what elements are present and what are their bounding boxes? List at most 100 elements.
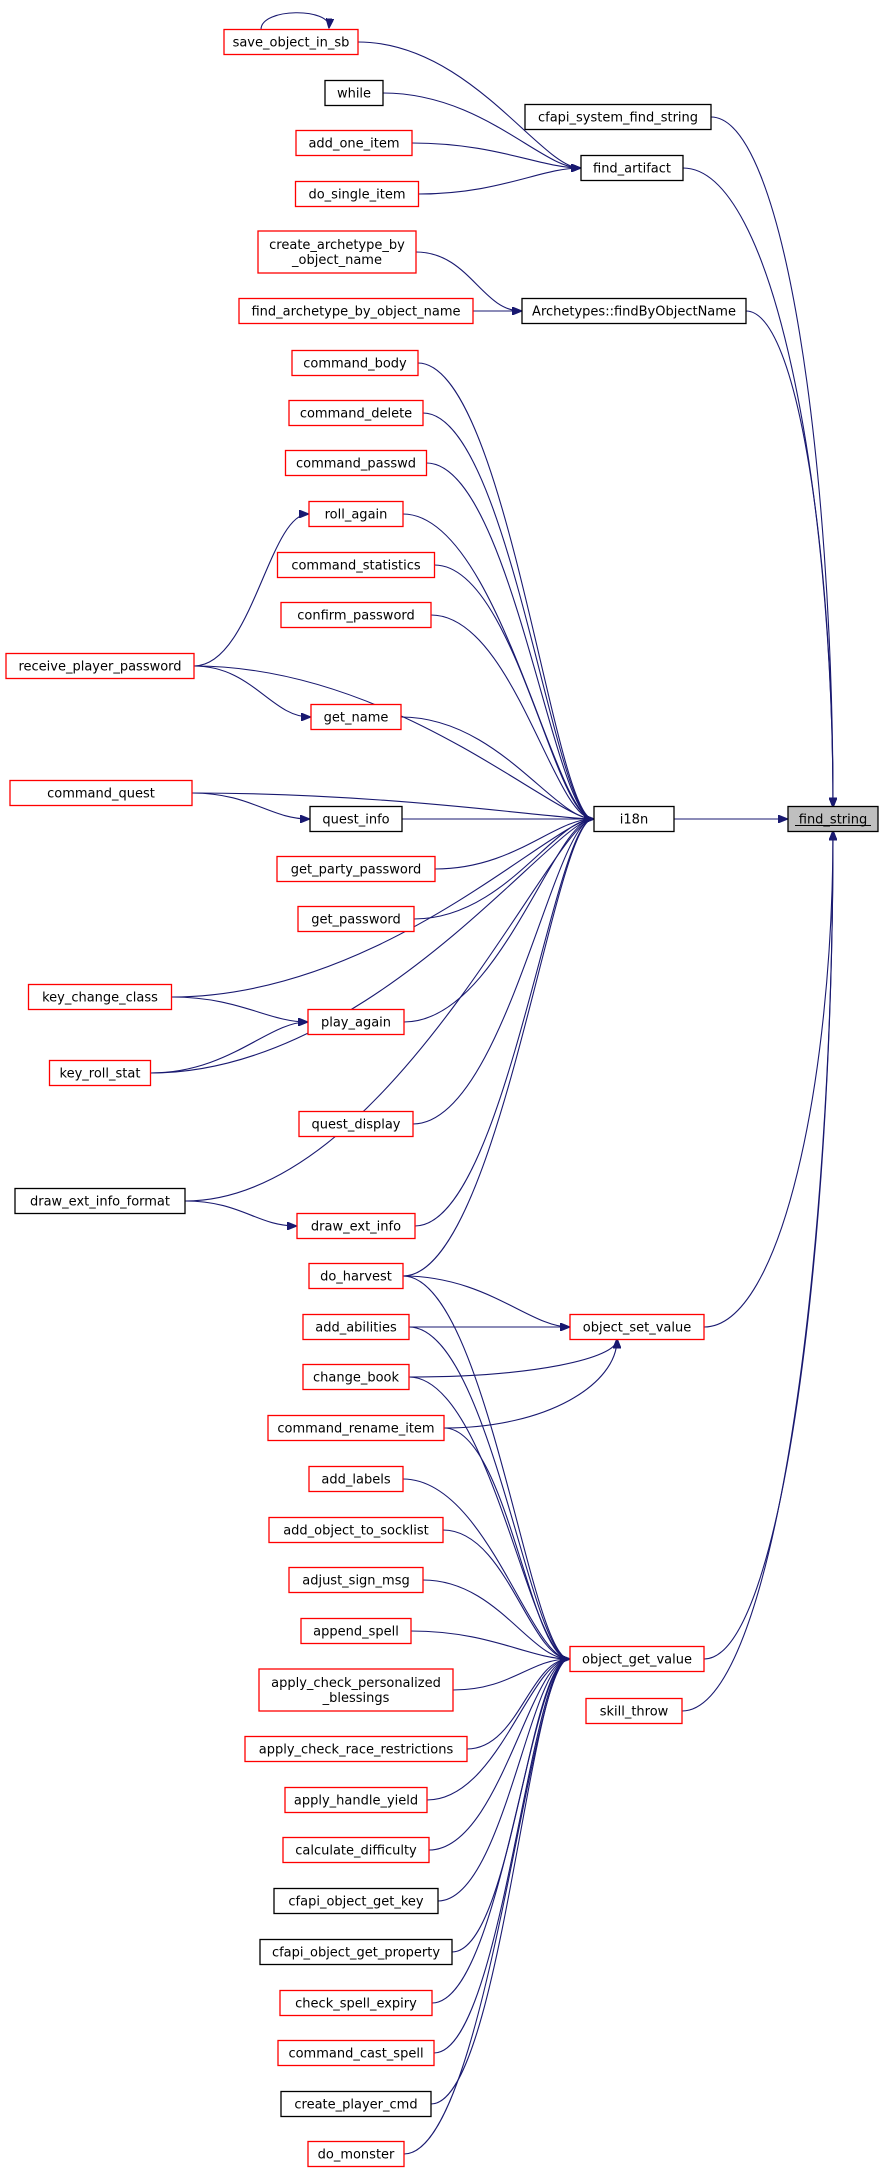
node-draw-ext-info-format[interactable]: draw_ext_info_format (14, 1187, 186, 1215)
node-label: find_artifact (593, 162, 671, 177)
node-add-one-item[interactable]: add_one_item (295, 129, 413, 157)
node-box (280, 601, 432, 629)
node-label: add_object_to_socklist (283, 1524, 429, 1539)
node-calculate-difficulty[interactable]: calculate_difficulty (282, 1836, 430, 1864)
node-box (284, 449, 428, 477)
edge-do_single_item-to-find_artifact (418, 168, 581, 195)
node-roll-again[interactable]: roll_again (308, 500, 404, 528)
node-label: command_delete (300, 407, 412, 422)
node-label: apply_check_personalized_blessings (271, 1676, 441, 1706)
node-skill-throw[interactable]: skill_throw (585, 1697, 683, 1725)
node-command-passwd[interactable]: command_passwd (284, 449, 428, 477)
node-box (244, 1735, 468, 1763)
node-add-abilities[interactable]: add_abilities (302, 1313, 410, 1341)
node-apply-check-race-restrictions[interactable]: apply_check_race_restrictions (244, 1735, 468, 1763)
node-archetypes-findbyobjectname[interactable]: Archetypes::findByObjectName (521, 297, 747, 325)
node-command-statistics[interactable]: command_statistics (276, 551, 436, 579)
node-box (27, 983, 173, 1011)
node-cfapi-object-get-property[interactable]: cfapi_object_get_property (259, 1938, 453, 1966)
node-label: apply_check_race_restrictions (259, 1743, 454, 1758)
node-command-rename-item[interactable]: command_rename_item (267, 1414, 445, 1442)
node-label: cfapi_object_get_key (288, 1895, 424, 1910)
node-command-body[interactable]: command_body (291, 349, 419, 377)
edge-draw_ext_info-to-i18n (414, 819, 593, 1227)
node-label: play_again (321, 1016, 391, 1031)
node-add-labels[interactable]: add_labels (308, 1465, 404, 1493)
edge-draw_ext_info_format-to-draw_ext_info (184, 1200, 296, 1226)
node-box (238, 297, 474, 325)
node-do-single-item[interactable]: do_single_item (294, 180, 420, 208)
node-create-player-cmd[interactable]: create_player_cmd (280, 2090, 432, 2118)
node-while[interactable]: while (324, 79, 384, 107)
node-label: check_spell_expiry (295, 1997, 417, 2012)
node-get-password[interactable]: get_password (297, 905, 415, 933)
node-label: draw_ext_info (311, 1220, 401, 1235)
node-label: do_monster (318, 2148, 395, 2163)
node-cfapi-object-get-key[interactable]: cfapi_object_get_key (273, 1887, 439, 1915)
edge-create_archetype_by_object_name-to-archetypes_findbyobjectname (415, 251, 521, 311)
node-find-archetype-by-object-name[interactable]: find_archetype_by_object_name (238, 297, 474, 325)
node-play-again[interactable]: play_again (307, 1008, 405, 1036)
node-box (14, 1187, 186, 1215)
edge-skill_throw-to-find_string (681, 832, 833, 1712)
edge-save_object_in_sb-to-save_object_in_sb (260, 12, 329, 30)
node-box (521, 297, 747, 325)
node-label: get_party_password (291, 863, 421, 878)
node-box (298, 1110, 414, 1138)
node-do-harvest[interactable]: do_harvest (308, 1262, 404, 1290)
node-label: object_set_value (583, 1321, 691, 1336)
edge-command_quest-to-quest_info (191, 792, 309, 819)
node-find-string[interactable]: find_string (787, 805, 879, 833)
node-label: find_archetype_by_object_name (251, 305, 460, 320)
node-label: cfapi_system_find_string (538, 111, 698, 126)
node-quest-display[interactable]: quest_display (298, 1110, 414, 1138)
node-label: save_object_in_sb (233, 36, 350, 51)
node-box (309, 805, 403, 833)
node-label: get_password (311, 913, 401, 928)
node-apply-handle-yield[interactable]: apply_handle_yield (284, 1786, 428, 1814)
node-label: roll_again (325, 508, 388, 523)
node-get-name[interactable]: get_name (310, 703, 402, 731)
node-confirm-password[interactable]: confirm_password (280, 601, 432, 629)
node-check-spell-expiry[interactable]: check_spell_expiry (279, 1989, 433, 2017)
node-quest-info[interactable]: quest_info (309, 805, 403, 833)
node-label: adjust_sign_msg (302, 1574, 410, 1589)
node-draw-ext-info[interactable]: draw_ext_info (296, 1212, 416, 1240)
node-label: object_get_value (582, 1653, 692, 1668)
node-adjust-sign-msg[interactable]: adjust_sign_msg (288, 1566, 424, 1594)
node-key-change-class[interactable]: key_change_class (27, 983, 173, 1011)
edge-get_party_password-to-i18n (434, 819, 593, 870)
node-box (276, 855, 436, 883)
edge-confirm_password-to-i18n (430, 614, 593, 819)
node-key-roll-stat[interactable]: key_roll_stat (48, 1059, 152, 1087)
node-create-archetype-by-object-name[interactable]: create_archetype_by_object_name (257, 230, 417, 274)
node-label: create_player_cmd (294, 2098, 417, 2113)
node-box (48, 1059, 152, 1087)
node-command-quest[interactable]: command_quest (9, 779, 193, 807)
node-cfapi-system-find-string[interactable]: cfapi_system_find_string (524, 103, 712, 131)
node-label: receive_player_password (18, 660, 181, 675)
node-add-object-to-socklist[interactable]: add_object_to_socklist (268, 1516, 444, 1544)
edge-quest_display-to-i18n (412, 819, 593, 1125)
node-box (302, 1363, 410, 1391)
node-change-book[interactable]: change_book (302, 1363, 410, 1391)
node-find-artifact[interactable]: find_artifact (580, 154, 684, 182)
node-box (277, 2039, 435, 2067)
node-apply-check-personalized-blessings[interactable]: apply_check_personalized_blessings (258, 1668, 454, 1712)
node-save-object-in-sb[interactable]: save_object_in_sb (223, 28, 359, 56)
node-do-monster[interactable]: do_monster (307, 2140, 405, 2168)
node-box (593, 805, 675, 833)
node-append-spell[interactable]: append_spell (300, 1617, 412, 1645)
edge-apply_check_personalized_blessings-to-object_get_value (452, 1659, 569, 1691)
node-get-party-password[interactable]: get_party_password (276, 855, 436, 883)
node-command-delete[interactable]: command_delete (288, 399, 424, 427)
node-receive-player-password[interactable]: receive_player_password (5, 652, 195, 680)
node-label: command_cast_spell (288, 2047, 423, 2062)
node-object-get-value[interactable]: object_get_value (569, 1645, 705, 1673)
node-i18n[interactable]: i18n (593, 805, 675, 833)
edge-object_set_value-to-find_string (703, 832, 833, 1328)
node-command-cast-spell[interactable]: command_cast_spell (277, 2039, 435, 2067)
node-object-set-value[interactable]: object_set_value (569, 1313, 705, 1341)
edge-apply_handle_yield-to-object_get_value (426, 1659, 569, 1801)
node-label: command_statistics (291, 559, 421, 574)
